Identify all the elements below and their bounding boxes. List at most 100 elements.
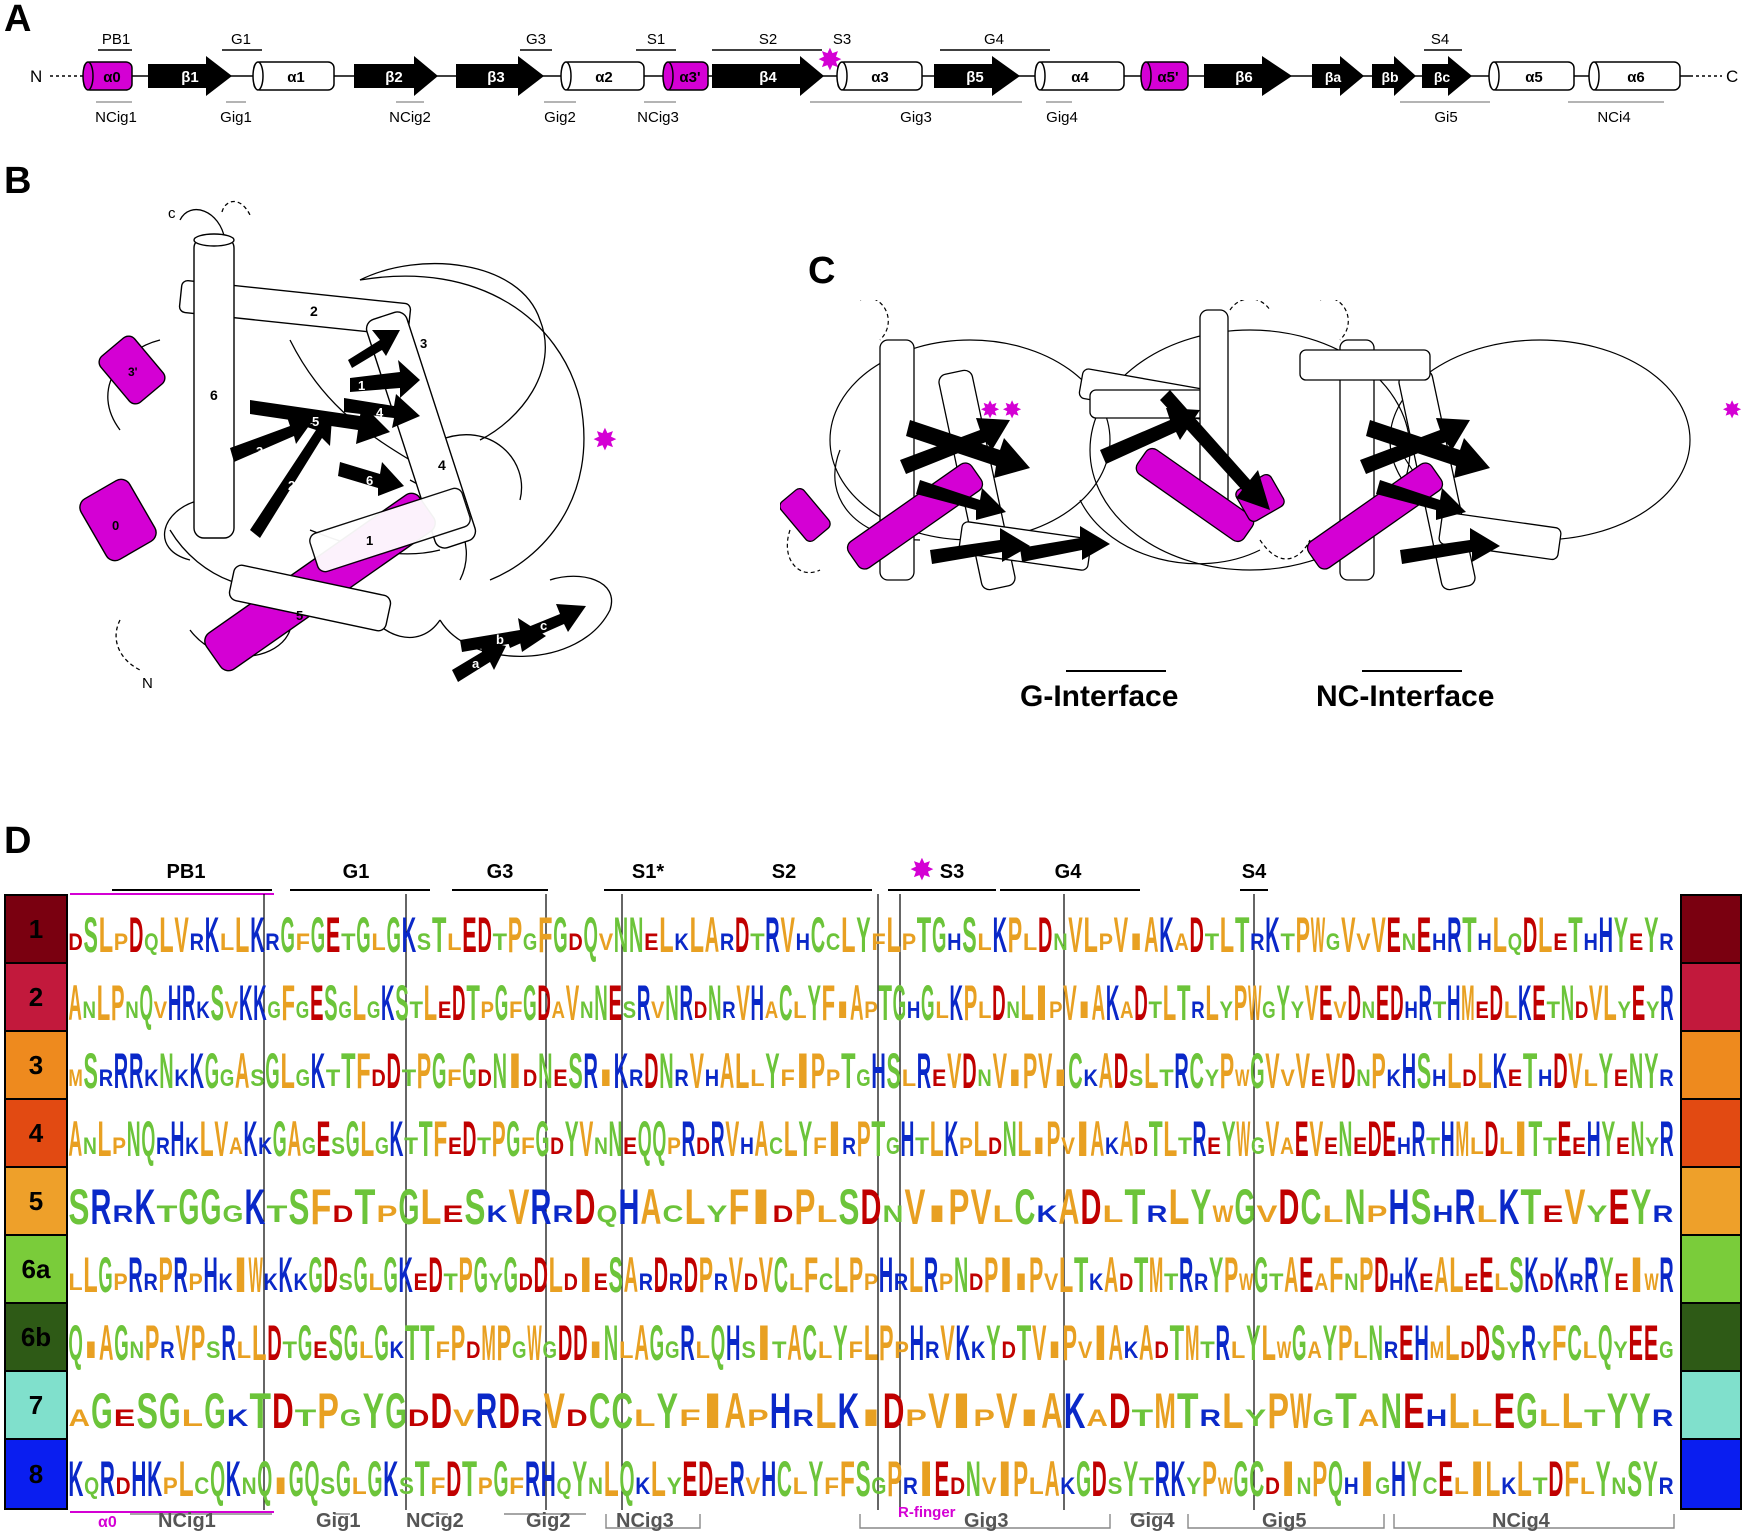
logo-residue: T	[1159, 1065, 1174, 1092]
gig1-label: Gig1	[316, 1510, 361, 1532]
logo-residue: E	[1475, 997, 1489, 1024]
logo-residue: V	[781, 907, 796, 963]
logo-residue: A	[1041, 1383, 1063, 1439]
logo-residue: P	[959, 1133, 973, 1160]
logo-residue: G	[665, 1337, 680, 1364]
logo-residue: K	[971, 1337, 986, 1364]
logo-residue: E	[1629, 929, 1643, 956]
logo-residue: P	[1234, 975, 1248, 1031]
logo-residue: S	[1108, 1473, 1123, 1500]
logo-residue: A	[552, 997, 566, 1024]
svg-text:βb: βb	[1381, 69, 1398, 85]
logo-residue: E	[1376, 975, 1390, 1031]
logo-residue: P	[508, 907, 522, 963]
logo-residue: T	[1546, 997, 1560, 1024]
logo-residue: L	[1023, 929, 1037, 956]
logo-residue: G	[495, 975, 509, 1031]
row-swatch-2	[1680, 962, 1742, 1032]
logo-residue: L	[179, 1451, 194, 1507]
logo-residue: H	[910, 1315, 925, 1371]
c-star-icons: ✸ ✸ ✸	[980, 397, 1742, 424]
logo-residue: K	[205, 907, 219, 963]
logo-residue: G	[204, 1383, 226, 1439]
helix-5: 5	[228, 564, 392, 632]
logo-residue: T	[772, 1337, 787, 1364]
logo-residue: L	[1231, 1337, 1246, 1364]
logo-residue: G	[220, 1065, 234, 1092]
logo-residue: D	[1154, 1337, 1169, 1364]
logo-residue: D	[452, 975, 466, 1031]
logo-residue: G	[340, 1405, 362, 1432]
logo-residue: T	[157, 1201, 178, 1228]
logo-residue: N	[665, 975, 679, 1031]
logo-residue: L	[1021, 975, 1035, 1031]
logo-residue: E	[1417, 907, 1431, 963]
logo-residue: T	[1543, 1133, 1557, 1160]
logo-residue: V	[1061, 1133, 1075, 1160]
logo-residue: H	[726, 1315, 741, 1371]
logo-residue: T	[1139, 1473, 1154, 1500]
svg-text:0: 0	[112, 518, 119, 533]
logo-residue: N	[493, 1043, 507, 1099]
row-swatch-1	[1680, 894, 1742, 964]
ncig4-label: NCig4	[1492, 1510, 1550, 1532]
logo-residue: L	[978, 997, 992, 1024]
logo-residue: N	[127, 1111, 141, 1167]
logo-residue: M	[481, 1315, 496, 1371]
strand-top-1	[348, 330, 400, 368]
logo-residue: L	[750, 1065, 764, 1092]
logo-residue: S	[84, 1043, 98, 1099]
logo-residue: V	[1326, 1043, 1341, 1099]
logo-residue: D	[992, 975, 1006, 1031]
logo-residue: D	[1548, 1451, 1563, 1507]
helix-0: 0	[79, 478, 157, 562]
logo-residue: K	[218, 1269, 233, 1296]
strand-beta-c: βc	[1422, 56, 1472, 96]
logo-residue: E	[1311, 1065, 1325, 1092]
logo-residue: F	[509, 997, 523, 1024]
logo-residue: I	[927, 1201, 948, 1228]
logo-residue: H	[541, 1451, 556, 1507]
logo-residue: K	[1159, 907, 1173, 963]
logo-residue: C	[1015, 1179, 1036, 1235]
logo-residue: R	[711, 1111, 725, 1167]
logo-residue: M	[1455, 1111, 1469, 1167]
logo-residue: V	[174, 907, 189, 963]
helix-alpha1: α1	[252, 61, 335, 91]
logo-residue: N	[1381, 1383, 1403, 1439]
logo-residue: T	[415, 1451, 430, 1507]
logo-residue: W	[1248, 975, 1262, 1031]
logo-residue: S	[839, 1179, 860, 1235]
logo-residue: E	[1324, 1133, 1338, 1160]
logo-residue: N	[1345, 1179, 1366, 1235]
logo-residue: L	[1261, 1315, 1276, 1371]
logo-residue: D	[575, 1179, 596, 1235]
logo-residue: G	[1516, 1383, 1538, 1439]
logo-residue: V	[993, 1043, 1008, 1099]
logo-residue: G	[385, 1383, 407, 1439]
logo-residue: A	[850, 975, 864, 1031]
logo-residue: R	[1179, 1247, 1193, 1303]
logo-residue: D	[698, 1451, 713, 1507]
logo-residue: D	[1190, 907, 1204, 963]
logo-residue: S	[609, 1247, 623, 1303]
logo-residue: K	[263, 1269, 278, 1296]
logo-residue: V	[736, 975, 750, 1031]
logo-residue: T	[1178, 1133, 1192, 1160]
logo-residue: D	[478, 1065, 492, 1092]
logo-residue: V	[1565, 1179, 1586, 1235]
logo-residue: V	[1068, 907, 1083, 963]
logo-residue: P	[939, 1269, 953, 1296]
logo-residue: H	[1599, 907, 1613, 963]
logo-residue: V	[1333, 997, 1347, 1024]
logo-residue: R	[1412, 1111, 1426, 1167]
logo-residue: I	[1008, 1065, 1022, 1092]
logo-residue: R	[1191, 997, 1205, 1024]
svg-text:β6: β6	[1235, 69, 1253, 86]
svg-text:Gig2: Gig2	[544, 109, 576, 126]
logo-residue: E	[1479, 1247, 1493, 1303]
logo-residue: F	[729, 1179, 750, 1235]
logo-residue: L	[97, 975, 111, 1031]
logo-residue: I	[796, 1043, 810, 1099]
svg-text:Gig4: Gig4	[1046, 109, 1078, 126]
